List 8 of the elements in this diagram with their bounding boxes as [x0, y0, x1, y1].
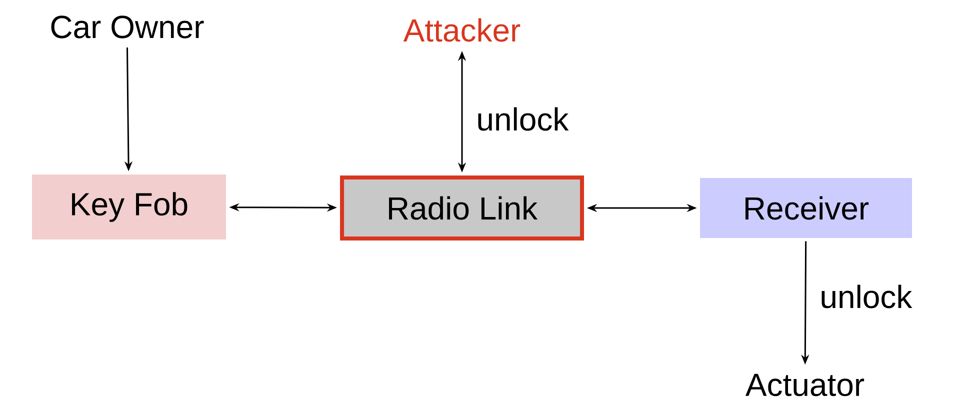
- edge-label: unlock: [822, 284, 912, 308]
- component-box: Receiver: [700, 178, 912, 238]
- edge-label: unlock: [478, 107, 569, 131]
- component-box: Key Fob: [32, 174, 226, 240]
- actor-label: Attacker: [403, 18, 520, 42]
- actor-label: Actuator: [745, 374, 864, 396]
- component-box: Radio Link: [340, 176, 584, 240]
- actor-label: Car Owner: [51, 16, 204, 38]
